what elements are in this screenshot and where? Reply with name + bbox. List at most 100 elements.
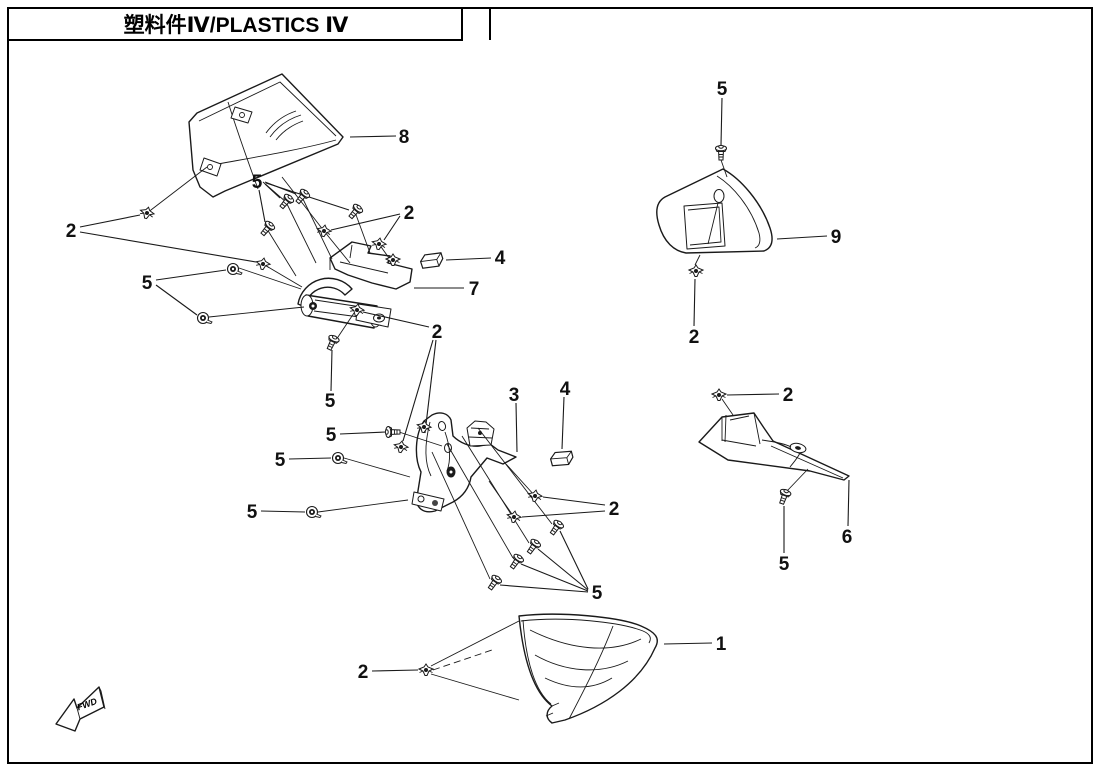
connector-line (786, 468, 809, 492)
leader-line (349, 135, 397, 138)
leader-line (847, 479, 850, 527)
connector-line (146, 166, 208, 214)
clip-icon (526, 488, 544, 504)
part-callout-2: 2 (404, 203, 415, 224)
part-6-cover (698, 412, 850, 481)
part-callout-2: 2 (689, 327, 700, 348)
leader-line (561, 396, 565, 450)
connector-line (285, 201, 317, 264)
part-callout-9: 9 (831, 227, 842, 248)
leader-line (258, 189, 266, 223)
leader-line (542, 496, 606, 506)
part-8-side-panel (188, 73, 344, 198)
leader-line (726, 393, 780, 396)
leader-line (424, 339, 437, 434)
connector-line (431, 451, 491, 580)
part-callout-5: 5 (275, 450, 286, 471)
leader-line (521, 510, 606, 518)
push-screw-icon (506, 552, 526, 572)
connector-line (430, 620, 520, 667)
push-screw-icon (715, 144, 727, 161)
part-callout-7: 7 (469, 279, 480, 300)
leader-line (79, 214, 141, 228)
connector-line (398, 431, 443, 447)
connector-line (505, 463, 536, 497)
push-screw-icon (257, 219, 277, 239)
leader-line (339, 431, 387, 435)
clip-icon (688, 264, 704, 277)
part-callout-2: 2 (66, 221, 77, 242)
part-callout-5: 5 (142, 273, 153, 294)
leader-line (264, 183, 281, 199)
leader-line (499, 584, 589, 593)
part-callout-2: 2 (432, 322, 443, 343)
part-callout-5: 5 (592, 583, 603, 604)
leader-line (663, 642, 713, 645)
connector-line (343, 457, 411, 478)
part-callout-4: 4 (495, 248, 506, 269)
fwd-arrow-icon: FWD (55, 686, 106, 732)
connector-line (477, 427, 553, 525)
leader-line (330, 213, 401, 231)
push-screw-icon (384, 426, 401, 438)
leader-line (155, 284, 198, 316)
connector-line (461, 435, 530, 544)
part-callout-2: 2 (783, 385, 794, 406)
push-screw-icon (484, 573, 504, 593)
page-border (7, 7, 1093, 764)
part-callout-5: 5 (717, 79, 728, 100)
clip-icon (711, 388, 727, 401)
part-callout-5: 5 (252, 172, 263, 193)
connector-line (354, 211, 371, 254)
connector-line (694, 254, 701, 266)
connector-line (721, 398, 734, 416)
nut-icon (196, 311, 213, 325)
part-callout-1: 1 (716, 634, 727, 655)
part-9-cover (656, 168, 773, 254)
leader-line (383, 215, 401, 241)
connector-line (238, 267, 302, 290)
part-callout-5: 5 (247, 502, 258, 523)
connector-line (317, 499, 409, 513)
connector-line (301, 196, 333, 260)
part-callout-2: 2 (609, 499, 620, 520)
leader-line (362, 311, 430, 328)
part-callout-6: 6 (842, 527, 853, 548)
clip-icon (138, 204, 156, 221)
leader-line (402, 339, 434, 442)
push-screw-icon (276, 192, 296, 212)
push-screw-icon (323, 333, 341, 353)
nut-icon (226, 262, 243, 276)
connector-line (266, 228, 297, 277)
page-title: 塑料件Ⅳ/PLASTICS Ⅳ (124, 14, 349, 37)
connector-line (446, 443, 514, 559)
leader-line (445, 257, 492, 261)
leader-line (79, 231, 257, 263)
clip-icon (254, 256, 272, 272)
connector-line (262, 263, 303, 288)
spacer-block-icon (548, 447, 576, 470)
part-callout-5: 5 (326, 425, 337, 446)
leader-line (260, 510, 306, 513)
connector-line (281, 176, 325, 232)
leader-line (288, 457, 332, 460)
leader-line (515, 402, 518, 453)
connector-line (432, 648, 496, 671)
clip-icon (505, 509, 523, 525)
part-callout-3: 3 (509, 385, 520, 406)
leader-line (371, 669, 419, 672)
leader-line (520, 563, 589, 592)
connector-line (208, 306, 305, 318)
leader-line (155, 269, 227, 281)
leader-line (693, 278, 696, 327)
clip-icon (392, 439, 410, 455)
part-callout-4: 4 (560, 379, 571, 400)
connector-line (720, 159, 728, 178)
connector-line (430, 673, 520, 701)
spacer-block-icon (418, 249, 446, 272)
leader-line (330, 349, 333, 392)
push-screw-icon (345, 202, 365, 222)
leader-line (776, 235, 828, 240)
